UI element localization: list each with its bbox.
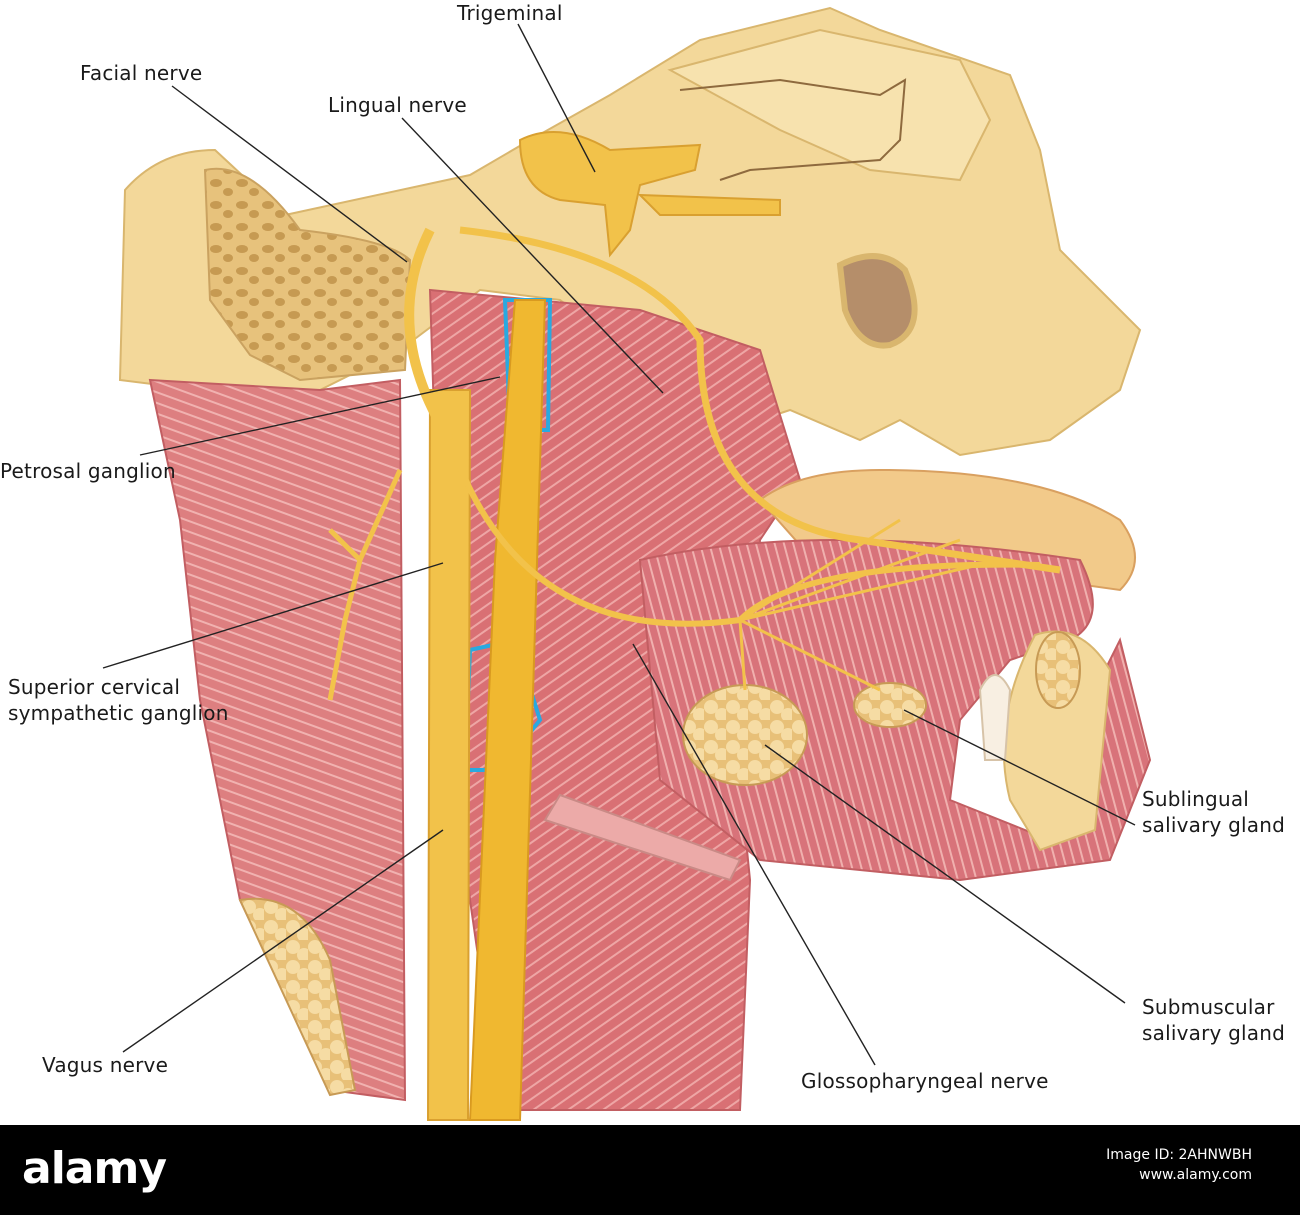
label-submuscular-line1: Submuscular bbox=[1142, 995, 1275, 1019]
label-submuscular-salivary-gland: Submuscular salivary gland bbox=[1142, 994, 1285, 1046]
label-vagus-nerve: Vagus nerve bbox=[42, 1053, 169, 1077]
vagus-trunk bbox=[426, 389, 472, 1121]
label-lingual-nerve: Lingual nerve bbox=[328, 93, 467, 117]
anatomy-drawing bbox=[102, 6, 1152, 1121]
label-sublingual-line1: Sublingual bbox=[1142, 787, 1250, 811]
facial-nerve-arc bbox=[404, 227, 455, 443]
leader-petrosal bbox=[139, 376, 501, 456]
bone-shading bbox=[667, 28, 992, 182]
label-sublingual-line2: salivary gland bbox=[1142, 813, 1285, 837]
lingual-nerve-branch bbox=[459, 226, 1061, 574]
alamy-logo: alamy bbox=[22, 1143, 167, 1194]
lip-gland-shape bbox=[1035, 631, 1081, 709]
label-petrosal-ganglion: Petrosal ganglion bbox=[0, 459, 176, 483]
sinus-cavity bbox=[836, 253, 918, 349]
submuscular-gland-shape bbox=[682, 684, 808, 786]
leader-submuscular bbox=[764, 744, 1126, 1004]
bone-spongy-region bbox=[203, 167, 412, 382]
incisor-tooth bbox=[978, 674, 1012, 761]
label-submuscular-line2: salivary gland bbox=[1142, 1021, 1285, 1045]
label-superior-cervical-line2: sympathetic ganglion bbox=[8, 701, 229, 725]
leader-lines bbox=[102, 23, 1136, 1066]
hyoid-bone bbox=[543, 793, 742, 882]
label-superior-cervical-ganglion: Superior cervical sympathetic ganglion bbox=[8, 674, 229, 726]
glossopharyngeal-branch bbox=[447, 439, 1041, 627]
label-sublingual-salivary-gland: Sublingual salivary gland bbox=[1142, 786, 1285, 838]
leader-superior-cervical bbox=[102, 562, 444, 669]
neck-muscle-cut bbox=[238, 897, 357, 1097]
nerve-fan-1 bbox=[738, 518, 1001, 692]
leader-vagus bbox=[122, 829, 444, 1053]
leader-glossopharyngeal bbox=[632, 643, 876, 1066]
label-facial-nerve: Facial nerve bbox=[80, 61, 203, 85]
sympathetic-branches bbox=[327, 468, 403, 701]
trigeminal-ganglion bbox=[518, 131, 702, 258]
sublingual-gland-shape bbox=[853, 682, 927, 728]
bone-crack bbox=[679, 78, 907, 181]
leader-lingual bbox=[401, 117, 664, 394]
carotid-trunk bbox=[468, 299, 547, 1121]
anatomy-illustration: Trigeminal Facial nerve Lingual nerve Pe… bbox=[0, 1, 1285, 1121]
image-id-block: Image ID: 2AHNWBH www.alamy.com bbox=[1106, 1145, 1252, 1185]
trigeminal-branch bbox=[637, 193, 781, 216]
leader-trigeminal bbox=[517, 23, 596, 173]
watermark-footer: alamy Image ID: 2AHNWBH www.alamy.com bbox=[0, 1125, 1300, 1215]
leader-sublingual bbox=[903, 709, 1136, 826]
neck-muscle-back bbox=[148, 378, 407, 1102]
label-superior-cervical-line1: Superior cervical bbox=[8, 675, 181, 699]
site-url-text: www.alamy.com bbox=[1139, 1167, 1252, 1183]
leader-facial bbox=[171, 85, 408, 263]
image-id-text: Image ID: 2AHNWBH bbox=[1106, 1147, 1252, 1163]
label-trigeminal: Trigeminal bbox=[457, 1, 563, 25]
mandible bbox=[1002, 630, 1112, 852]
label-glossopharyngeal-nerve: Glossopharyngeal nerve bbox=[801, 1069, 1049, 1093]
